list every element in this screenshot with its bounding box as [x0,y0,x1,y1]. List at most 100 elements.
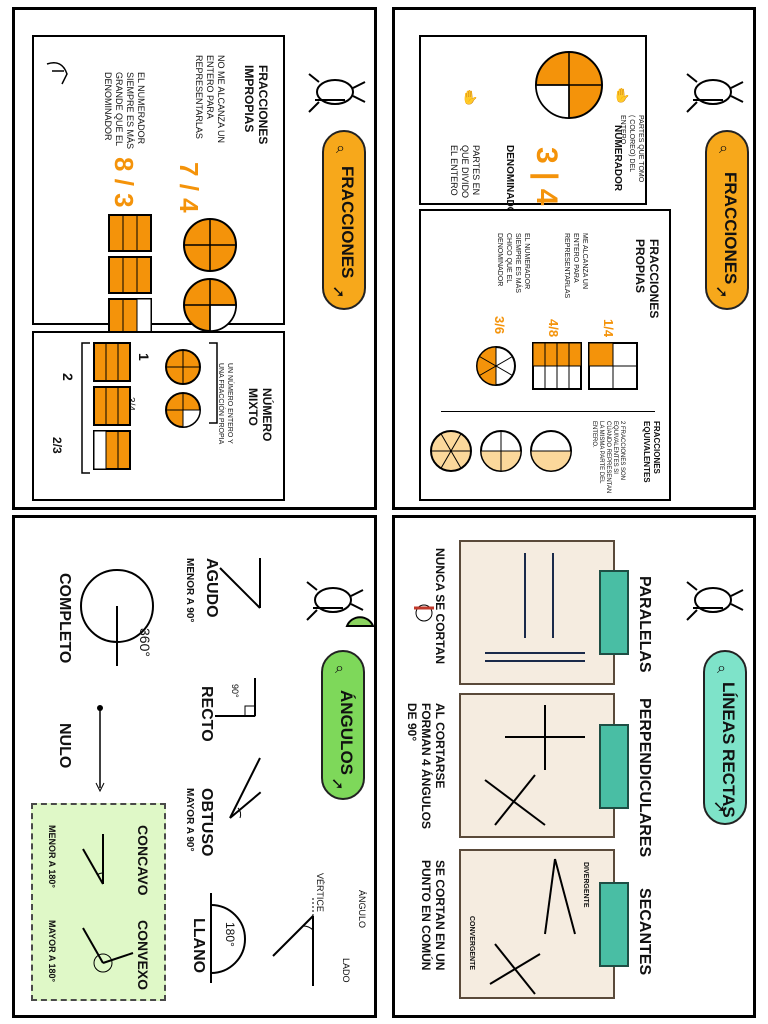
obtuso-desc: MAYOR A 90° [184,788,195,852]
nulo-angle [95,705,105,793]
bar-thirds-3 [108,298,152,336]
denominador-desc: PARTES EN QUE DIVIDO EL ENTERO [449,145,481,199]
search-icon: ⌕ [717,660,726,677]
cursor-icon: ➚ [710,800,728,814]
llano-label: LLANO [190,918,207,974]
equiv-title: FRACCIONES EQUIVALENTES [642,421,661,483]
convexo-label: CONVEXO [135,920,151,991]
obtuso-angle [229,757,262,819]
impropias-desc: NO ME ALCANZA UN ENTERO PARA REPRESENTAR… [194,55,226,144]
mascot-icon [686,73,744,113]
cursor-icon: ➚ [328,777,346,791]
mixto-bracket-2 [81,342,90,474]
agudo-label: AGUDO [203,558,220,618]
convexo-desc: MAYOR A 180° [47,920,57,983]
partes-box: 3 | 4 NUMERADOR PARTES QUE TOMO ( COLORE… [419,35,647,222]
impropias-box: FRACCIONES IMPROPIAS NO ME ALCANZA UN EN… [32,35,285,336]
angulo-label: ÁNGULO [357,890,367,929]
panel-angulos: ÁNGULOS ⌕ ➚ AGUDO MENOR A 90° RECTO 90° … [12,515,377,1018]
concavo-desc: MENOR A 180° [47,825,57,888]
perpendiculares-tab [599,724,629,809]
secantes-label: SECANTES [636,888,653,976]
fraction-8-3: 8 / 3 [109,157,139,208]
title-text: FRACCIONES [338,166,357,279]
sailor-doodle-icon [414,604,434,622]
recto-deg: 90° [230,684,240,698]
paralelas-tab [599,570,629,655]
mixto-circle-full [165,349,201,385]
equiv-circle-sixths [430,430,472,472]
fraction-1-4: 1/4 [601,319,616,338]
obtuso-label: OBTUSO [198,788,215,857]
vertice-label: VÉRTICE [315,873,325,912]
paralelas-lines [485,553,585,662]
convergente-label: CONVERGENTE [468,916,475,971]
mixto-bar-3 [93,430,131,470]
agudo-angle [219,558,261,609]
mascot-icon [308,73,366,113]
fraction-7-4: 7 / 4 [174,162,204,213]
panel-fracciones: FRACCIONES ⌕ ➚ 3 | 4 NUMERADOR PARTES QU… [392,7,756,510]
vertice-diagram [272,896,314,986]
bar-thirds-1 [108,214,152,252]
recto-label: RECTO [198,686,215,742]
circle-three-sixths [476,346,516,386]
perpendiculares-board [459,693,615,838]
secantes-tab [599,882,629,967]
llano-deg: 180° [223,922,237,947]
equiv-desc: 2 FRACCIONES SON EQUIVALENTES SI CUANDO … [591,421,625,494]
propias-rule: EL NUMERADOR SIEMPRE ES MÁS CHICO QUE EL… [496,233,530,293]
concavo-label: CONCAVO [135,825,151,896]
mixto-bracket [209,342,218,424]
recto-angle [215,678,256,717]
mixto-title: NÚMERO MIXTO [246,388,274,442]
lado-label: LADO [341,958,351,983]
fraction-3-4: 3 | 4 [530,147,563,206]
cursor-icon: ➚ [712,285,730,299]
panel-fracciones-impropias: FRACCIONES ⌕ ➚ FRACCIONES IMPROPIAS NO M… [12,7,377,510]
title-pill: FRACCIONES ⌕ ➚ [705,130,749,310]
impropias-title: FRACCIONES IMPROPIAS [242,65,270,145]
title-pill: ÁNGULOS ⌕ ➚ [321,650,365,800]
divider [441,411,655,412]
fraction-bar: / [109,171,139,194]
nulo-label: NULO [56,723,73,769]
secantes-desc: SE CORTAN EN UN PUNTO EN COMÚN [419,860,447,971]
mixto-whole-2: 2 [60,373,76,381]
title-text: ÁNGULOS [337,690,356,775]
perpendiculares-lines [484,705,585,826]
mixto-box: NÚMERO MIXTO UN NÚMERO ENTERO Y UNA FRAC… [32,331,285,501]
title-text: LÍNEAS RECTAS [719,682,738,818]
cursor-icon: ➚ [329,285,347,299]
pie-three-quarters [535,51,603,119]
fraction-bar: | [530,172,563,181]
propias-title: FRACCIONES PROPIAS [633,239,661,319]
mixto-bar-1 [93,342,131,382]
circle-three-quarters [183,278,237,332]
numerador-desc: PARTES QUE TOMO ( COLOREO) DEL ENTERO [619,115,644,183]
title-pill: LÍNEAS RECTAS ⌕ ➚ [703,650,747,825]
hand-doodle-icon [46,62,68,85]
divergente-label: DIVERGENTE [582,862,589,908]
llano-angle [210,893,246,983]
perpendiculares-label: PERPENDICULARES [636,698,653,858]
completo-deg: 360° [137,628,153,657]
equiv-circle-quarters [480,430,522,472]
search-icon: ⌕ [335,660,344,677]
completo-label: COMPLETO [56,573,73,664]
agudo-desc: MENOR A 90° [184,558,195,623]
mixto-circle-three-quarters [165,392,201,428]
impropias-rule: EL NUMERADOR SIEMPRE ES MÁS GRANDE QUE E… [103,72,146,150]
mixto-frac-2-3: 2/3 [50,437,64,454]
hand-doodle-icon: ✋ [461,89,479,105]
grid-four-eighths [532,342,582,390]
title-pill: FRACCIONES ⌕ ➚ [322,130,366,310]
bar-thirds-2 [108,256,152,294]
perpendiculares-desc: AL CORTARSE FORMAN 4 ÁNGULOS DE 90° [405,703,447,829]
secantes-board [459,849,615,999]
search-icon: ⌕ [336,140,345,157]
paralelas-label: PARALELAS [636,576,653,673]
secantes-lines [489,858,576,995]
mascot-icon [306,581,364,621]
propias-box: FRACCIONES PROPIAS ME ALCANZA UN ENTERO … [419,209,671,501]
